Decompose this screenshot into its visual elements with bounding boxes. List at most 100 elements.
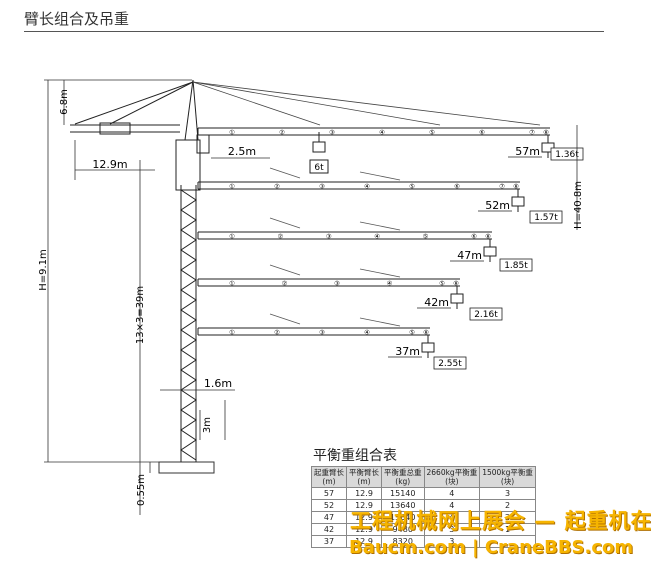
jib-tip-section: ⑧ xyxy=(485,233,491,241)
jib-section-label: ① xyxy=(229,129,235,137)
table-header-cell: 2660kg平衡重(块) xyxy=(423,466,481,488)
jib-section-label: ③ xyxy=(326,233,332,241)
jib-section-label: ⑥ xyxy=(471,233,477,241)
jib-section-label: ④ xyxy=(374,233,380,241)
jib-section-label: ⑦ xyxy=(499,183,505,191)
dim-total-height: H=9.1m xyxy=(38,249,49,291)
table-cell: 8320 xyxy=(381,535,425,548)
foundation xyxy=(158,461,215,474)
jib-section-label: ⑦ xyxy=(529,129,535,137)
tip-load-box xyxy=(433,356,467,370)
jib-section-label: ⑤ xyxy=(423,233,429,241)
tip-load-label: 1.57t xyxy=(534,213,558,223)
tower-top xyxy=(184,79,199,141)
tip-load-label: 2.55t xyxy=(438,359,462,369)
hook-block xyxy=(511,196,525,207)
jib-section-label: ④ xyxy=(364,329,370,337)
jib-section-label: ② xyxy=(282,280,288,288)
jib-section-label: ④ xyxy=(379,129,385,137)
tip-load-label: 1.85t xyxy=(504,261,528,271)
dim-hook-height: H=40.8m xyxy=(573,181,584,229)
table-header-row: 起重臂长(m)平衡臂长(m)平衡重总重(kg)2660kg平衡重(块)1500k… xyxy=(311,466,536,488)
jib-tip-section: ⑧ xyxy=(453,280,459,288)
jib-tip-section: ⑧ xyxy=(423,329,429,337)
tip-load-box xyxy=(550,147,584,161)
jib-section-label: ① xyxy=(229,280,235,288)
jib-section-label: ② xyxy=(274,183,280,191)
jib-section-label: ③ xyxy=(319,183,325,191)
jib-section-label: ③ xyxy=(329,129,335,137)
jib-length-label: 42m xyxy=(424,296,449,309)
table-cell: 42 xyxy=(311,523,347,536)
jib-section-label: ① xyxy=(229,329,235,337)
counterweight-table: 起重臂长(m)平衡臂长(m)平衡重总重(kg)2660kg平衡重(块)1500k… xyxy=(311,466,536,548)
jib-section-label: ⑤ xyxy=(429,129,435,137)
tip-load-box xyxy=(529,210,563,224)
table-cell xyxy=(479,535,536,548)
table-cell: 12.9 xyxy=(346,535,382,548)
table-header-cell: 1500kg平衡重(块) xyxy=(479,466,536,488)
slewing-unit xyxy=(175,139,201,191)
dim-mast: 13×3=39m xyxy=(135,286,146,344)
jib-length-label: 47m xyxy=(457,249,482,262)
table-cell: 12.9 xyxy=(346,499,382,512)
table-cell: 4 xyxy=(423,487,481,500)
tip-load-label: 1.36t xyxy=(555,150,579,160)
diagram-title: 臂长组合及吊重 xyxy=(24,10,130,28)
dim-base: 0.55m xyxy=(136,474,147,506)
jib-section-label: ⑥ xyxy=(479,129,485,137)
table-cell: 57 xyxy=(311,487,347,500)
dim-counter-jib: 12.9m xyxy=(92,158,127,171)
dim-top-height: 6.8m xyxy=(59,89,70,115)
jib-section-label: ② xyxy=(277,233,283,241)
jib-section-label: ⑤ xyxy=(409,183,415,191)
jib-section-label: ⑤ xyxy=(409,329,415,337)
table-cell: 15140 xyxy=(381,487,425,500)
jib-section-label: ② xyxy=(279,129,285,137)
hook-block xyxy=(483,246,497,257)
dim-mast-width: 1.6m xyxy=(204,377,232,390)
jib-tip-section: ⑧ xyxy=(513,183,519,191)
table-cell: 37 xyxy=(311,535,347,548)
tip-load-box xyxy=(469,307,503,321)
jib-ties xyxy=(192,81,541,126)
jib-section-label: ① xyxy=(229,183,235,191)
jib-section-label: ③ xyxy=(319,329,325,337)
jib-length-label: 57m xyxy=(515,145,540,158)
jib-section-label: ④ xyxy=(387,280,393,288)
table-cell: 12.9 xyxy=(346,487,382,500)
table-header-cell: 平衡臂长(m) xyxy=(346,466,382,488)
jib-section-label: ③ xyxy=(334,280,340,288)
dimension-lines xyxy=(44,79,578,515)
tip-load-box xyxy=(499,258,533,272)
jib-section-label: ⑤ xyxy=(439,280,445,288)
watermark-line1: 工程机械网上展会 — 起重机在线 xyxy=(350,509,651,533)
title-divider xyxy=(24,31,604,32)
counter-jib xyxy=(70,81,194,135)
jib-section-label: ⑥ xyxy=(454,183,460,191)
table-cell: 47 xyxy=(311,511,347,524)
operator-cab xyxy=(196,134,210,154)
tower-mast xyxy=(180,185,197,462)
table-header-cell: 平衡重总重(kg) xyxy=(381,466,425,488)
jib-section-label: ④ xyxy=(364,183,370,191)
table-cell: 3 xyxy=(479,487,536,500)
counterweight-table-title: 平衡重组合表 xyxy=(313,448,397,464)
jib-section-label: ① xyxy=(229,233,235,241)
jib-section-label: ② xyxy=(274,329,280,337)
tip-load-label: 2.16t xyxy=(474,310,498,320)
table-cell: 52 xyxy=(311,499,347,512)
jib-tip-section: ⑧ xyxy=(543,129,549,137)
dim-section: 3m xyxy=(202,417,213,433)
